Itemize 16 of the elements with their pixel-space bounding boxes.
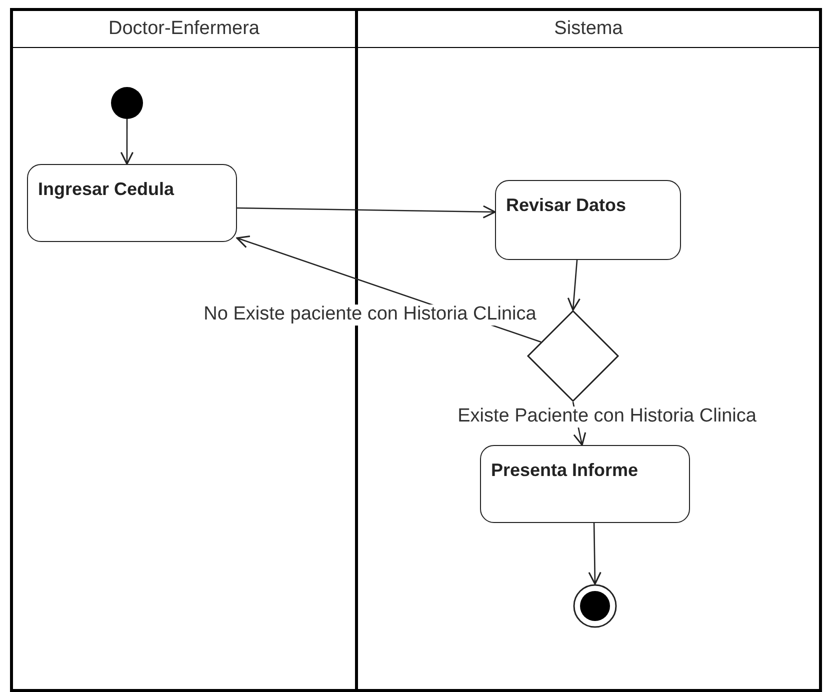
arrow xyxy=(120,119,134,165)
activity-label: Ingresar Cedula xyxy=(38,179,176,200)
edge-label: Existe Paciente con Historia Clinica xyxy=(458,406,756,428)
activity-label: Presenta Informe xyxy=(491,460,640,481)
activity-label: Revisar Datos xyxy=(506,195,628,216)
arrow xyxy=(567,260,580,311)
activity-box xyxy=(27,164,237,242)
edge-label: No Existe paciente con Historia CLinica xyxy=(204,304,536,326)
arrow xyxy=(588,522,602,585)
initial-node xyxy=(111,87,143,119)
lane-header: Sistema xyxy=(358,11,819,48)
final-node xyxy=(573,584,617,628)
activity-box xyxy=(495,180,681,260)
lane-header: Doctor-Enfermera xyxy=(13,11,355,48)
arrow xyxy=(236,205,496,218)
activity-box xyxy=(480,445,690,523)
